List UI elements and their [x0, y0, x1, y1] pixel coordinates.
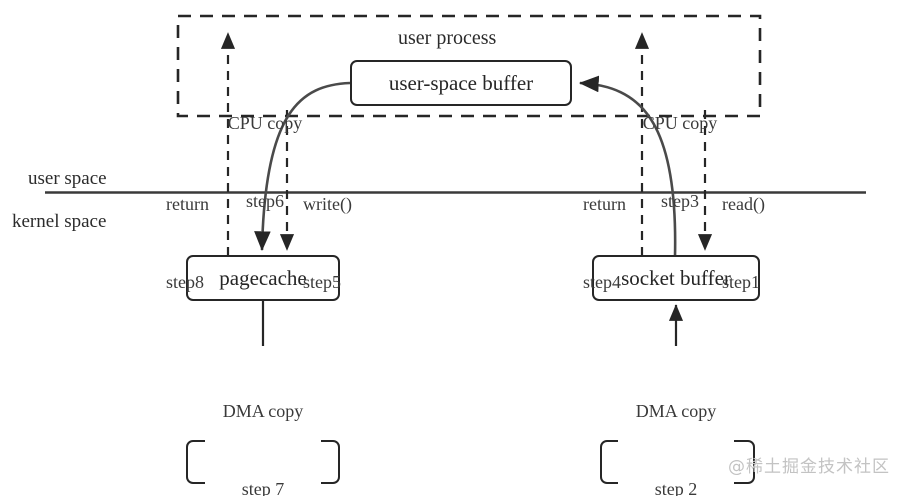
- label-dma-copy-step2: DMA copy step 2: [618, 346, 734, 496]
- label-write-step5: write() step5: [303, 139, 369, 348]
- label-dma-copy-step2-line1: DMA copy: [635, 401, 717, 422]
- node-socket-buffer-label: socket buffer: [621, 265, 731, 290]
- node-user-space-buffer-label: user-space buffer: [388, 70, 534, 95]
- node-pagecache-label: pagecache: [219, 265, 307, 290]
- node-socket-buffer[interactable]: socket buffer: [592, 255, 760, 301]
- label-cpu-copy-step6-line2: step6: [246, 191, 284, 212]
- label-dma-copy-step2-line2: step 2: [654, 479, 698, 496]
- label-write-step5-line2: step5: [303, 272, 341, 293]
- user-process-label: user process: [398, 27, 497, 49]
- label-dma-copy-step7: DMA copy step 7: [205, 346, 321, 496]
- node-user-space-buffer[interactable]: user-space buffer: [350, 60, 572, 106]
- user-process-boundary: [176, 14, 762, 118]
- watermark-text: @稀土掘金技术社区: [728, 457, 890, 477]
- label-kernel-space: kernel space: [12, 211, 107, 232]
- label-cpu-copy-step6: CPU copy step6: [207, 58, 323, 267]
- label-return-step4: return step4: [583, 139, 643, 348]
- label-return-step4-line2: step4: [583, 272, 621, 293]
- label-read-step1-line1: read(): [722, 194, 765, 215]
- label-cpu-copy-step3: CPU copy step3: [622, 58, 738, 267]
- edge-cpu-copy-step6: [254, 81, 351, 252]
- label-read-step1: read() step1: [722, 139, 788, 348]
- node-pagecache[interactable]: pagecache: [186, 255, 340, 301]
- label-return-step8-line1: return: [166, 194, 209, 215]
- label-dma-copy-step7-line2: step 7: [241, 479, 285, 496]
- label-return-step8-line2: step8: [166, 272, 204, 293]
- label-return-step4-line1: return: [583, 194, 626, 215]
- label-cpu-copy-step3-line1: CPU copy: [642, 113, 718, 134]
- label-read-step1-line2: step1: [722, 272, 760, 293]
- label-cpu-copy-step3-line2: step3: [661, 191, 699, 212]
- label-return-step8: return step8: [166, 139, 226, 348]
- edge-cpu-copy-step3: [578, 75, 677, 257]
- label-write-step5-line1: write(): [303, 194, 352, 215]
- label-user-space: user space: [28, 168, 107, 189]
- label-dma-copy-step7-line1: DMA copy: [222, 401, 304, 422]
- label-cpu-copy-step6-line1: CPU copy: [227, 113, 303, 134]
